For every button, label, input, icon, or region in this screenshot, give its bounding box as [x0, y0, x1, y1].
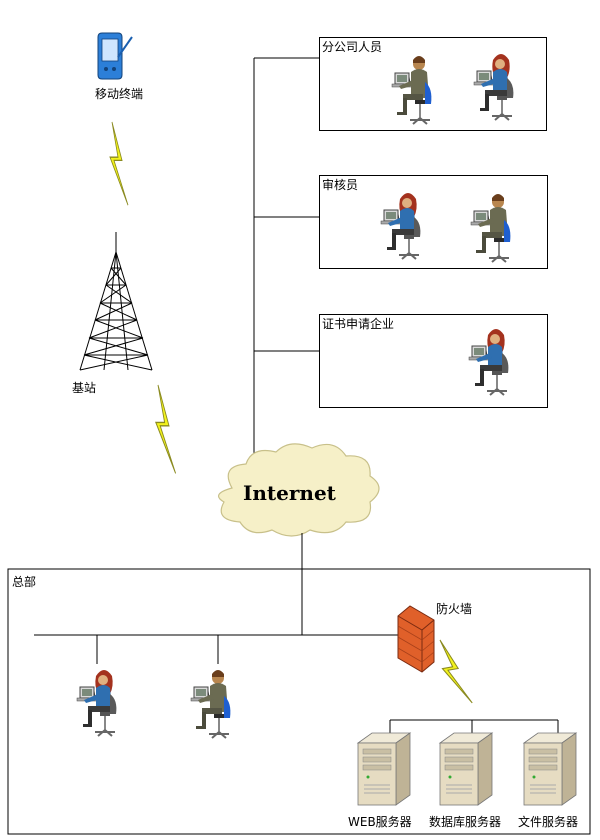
lightning-icon	[109, 121, 129, 206]
trunk-lines	[253, 57, 319, 458]
firewall-label: 防火墙	[436, 602, 473, 616]
server-icon	[523, 732, 577, 806]
lightning-icon	[155, 384, 177, 475]
hq-lines	[34, 569, 559, 735]
file-server-label: 文件服务器	[518, 815, 579, 829]
person-at-computer-icon	[470, 193, 512, 263]
person-at-computer-icon	[391, 55, 433, 125]
firewall-icon	[397, 605, 435, 673]
person-at-computer-icon	[380, 192, 422, 260]
web-server-label: WEB服务器	[348, 815, 412, 829]
group-title: 证书申请企业	[322, 317, 395, 331]
tower-icon	[79, 232, 153, 371]
group-title: 分公司人员	[322, 40, 383, 54]
person-at-computer-icon	[76, 669, 118, 737]
group-title: 审核员	[322, 178, 359, 192]
person-at-computer-icon	[468, 328, 510, 396]
pda-icon	[97, 32, 133, 80]
db-server-label: 数据库服务器	[429, 815, 502, 829]
base-station-label: 基站	[72, 381, 97, 395]
person-at-computer-icon	[190, 669, 232, 739]
hq-label: 总部	[12, 575, 37, 589]
group-box-cert-applicants: 证书申请企业	[319, 314, 548, 408]
group-box-auditors: 审核员	[319, 175, 548, 269]
internet-label: Internet	[243, 481, 336, 505]
hq-box	[7, 568, 591, 835]
lightning-icon	[436, 635, 473, 708]
cloud-icon	[217, 443, 380, 537]
person-at-computer-icon	[473, 53, 515, 121]
mobile-terminal-label: 移动终端	[95, 87, 144, 101]
server-icon	[439, 732, 493, 806]
server-icon	[357, 732, 411, 806]
group-box-branch-staff: 分公司人员	[319, 37, 547, 131]
